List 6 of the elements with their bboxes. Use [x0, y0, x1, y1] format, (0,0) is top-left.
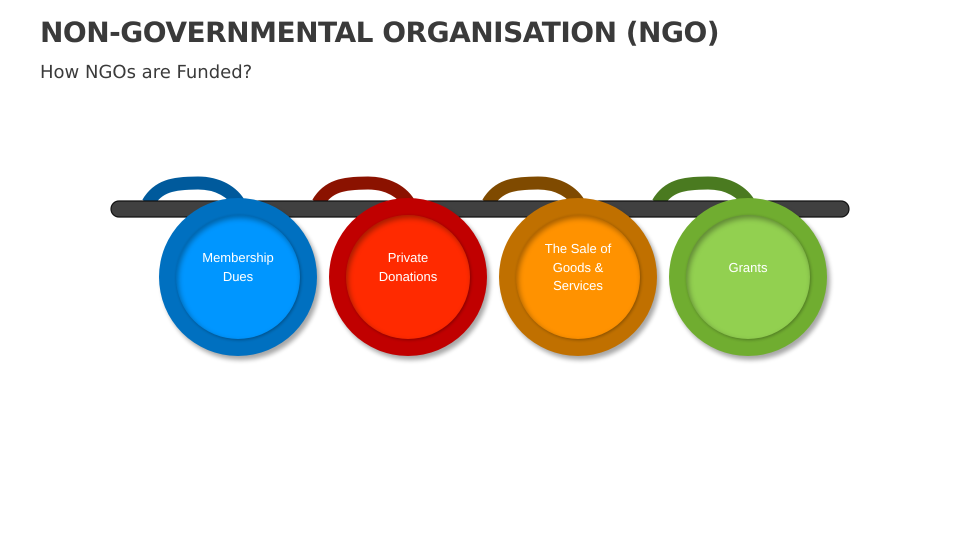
subtitle: How NGOs are Funded? — [40, 62, 252, 83]
tag-label: The Sale of Goods & Services — [544, 240, 612, 296]
tag-label: Membership Dues — [201, 249, 275, 286]
tag-label: Grants — [728, 258, 768, 277]
title: NON-GOVERNMENTAL ORGANISATION (NGO) — [40, 16, 720, 49]
tag-label: Private Donations — [378, 249, 438, 286]
